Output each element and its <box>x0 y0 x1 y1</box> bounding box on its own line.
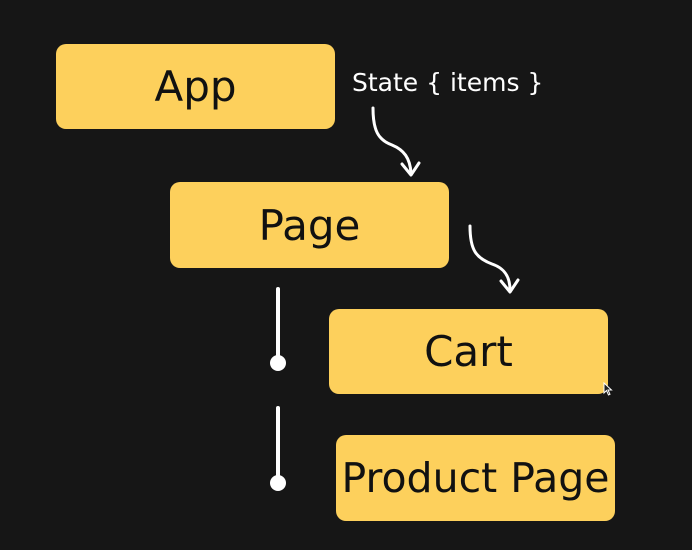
state-to-page-arrow <box>371 106 413 175</box>
product-connector-dot <box>270 475 286 491</box>
app-node: App <box>56 44 335 129</box>
page-to-cart-arrow <box>468 224 512 292</box>
page-to-cart-arrowhead <box>499 278 520 294</box>
page-node: Page <box>170 182 449 268</box>
product-page-node: Product Page <box>336 435 615 521</box>
page-node-label: Page <box>258 200 361 250</box>
state-to-page-arrowhead <box>400 161 421 177</box>
cart-node-label: Cart <box>424 327 513 376</box>
mouse-cursor-icon <box>603 382 613 396</box>
state-annotation: State { items } <box>352 68 544 97</box>
product-page-node-label: Product Page <box>341 454 610 502</box>
app-node-label: App <box>154 62 237 111</box>
cart-node: Cart <box>329 309 608 394</box>
cart-connector-dot <box>270 355 286 371</box>
